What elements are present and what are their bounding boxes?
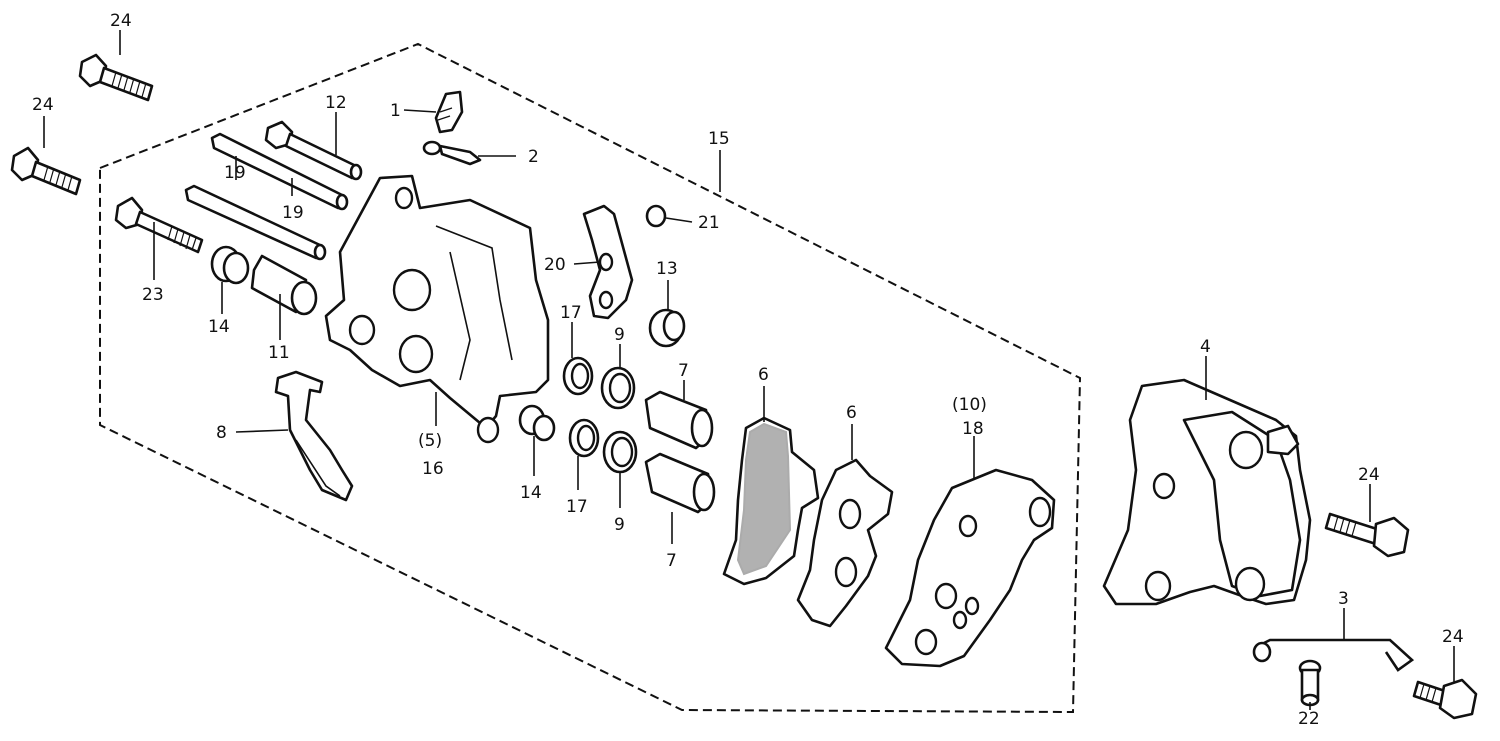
plate-20 <box>582 204 634 320</box>
label-17b: 17 <box>566 497 588 517</box>
label-7a: 7 <box>678 361 689 381</box>
boot-14-right <box>518 404 556 442</box>
seal-17-upper <box>562 356 594 396</box>
label-7b: 7 <box>666 551 677 571</box>
label-22: 22 <box>1298 709 1320 729</box>
label-11: 11 <box>268 343 290 363</box>
label-4: 4 <box>1200 337 1211 357</box>
label-2: 2 <box>528 147 539 167</box>
piston-7-lower <box>644 452 716 514</box>
label-6b: 6 <box>846 403 857 423</box>
brake-pad-6-rear <box>796 458 894 628</box>
pin-19-upper <box>210 132 349 211</box>
label-24d: 24 <box>1442 627 1464 647</box>
bolt-23 <box>114 196 204 254</box>
plug-13 <box>648 308 686 348</box>
leader-8 <box>235 429 289 433</box>
bolt-22 <box>1298 659 1322 707</box>
label-5: (5) <box>418 431 442 451</box>
bolt-24-mid-left <box>10 146 82 196</box>
label-23: 23 <box>142 285 164 305</box>
label-13: 13 <box>656 259 678 279</box>
label-9b: 9 <box>614 515 625 535</box>
assembly-boundary <box>99 42 1082 714</box>
label-21: 21 <box>698 213 720 233</box>
label-19b: 19 <box>282 203 304 223</box>
label-15: 15 <box>708 129 730 149</box>
label-6a: 6 <box>758 365 769 385</box>
bolt-24-top-left <box>78 53 154 102</box>
label-14a: 14 <box>208 317 230 337</box>
caliper-bracket-10 <box>884 468 1056 668</box>
label-3: 3 <box>1338 589 1349 609</box>
seal-17-lower <box>568 418 600 458</box>
pin-12 <box>264 120 363 181</box>
label-20: 20 <box>544 255 566 275</box>
label-9a: 9 <box>614 325 625 345</box>
bolt-24-right-mid <box>1324 512 1410 558</box>
label-24c: 24 <box>1358 465 1380 485</box>
label-18: 18 <box>962 419 984 439</box>
label-17a: 17 <box>560 303 582 323</box>
leader-21 <box>665 217 693 223</box>
brake-pad-6-front <box>722 416 820 586</box>
label-8: 8 <box>216 423 227 443</box>
bleeder-valve-1 <box>434 90 464 134</box>
label-19a: 19 <box>224 163 246 183</box>
pad-spring-8 <box>274 370 354 502</box>
pin-19-lower <box>184 184 327 261</box>
leader-1 <box>403 109 437 113</box>
leader-20 <box>573 261 601 265</box>
label-16: 16 <box>422 459 444 479</box>
label-10: (10) <box>952 395 987 415</box>
piston-7-upper <box>644 390 714 450</box>
bleeder-cap-2 <box>422 140 482 166</box>
label-1: 1 <box>390 101 401 121</box>
caliper-assembly-4 <box>1102 378 1312 606</box>
label-24b: 24 <box>32 95 54 115</box>
sleeve-11 <box>250 254 318 316</box>
seal-9-upper <box>600 366 636 410</box>
boot-14-left <box>210 245 250 285</box>
bolt-21 <box>645 204 667 228</box>
bolt-24-bottom-right <box>1412 678 1478 720</box>
seal-9-lower <box>602 430 638 474</box>
label-12: 12 <box>325 93 347 113</box>
label-14b: 14 <box>520 483 542 503</box>
label-24a: 24 <box>110 11 132 31</box>
retaining-spring-3 <box>1252 638 1415 672</box>
caliper-body-5 <box>324 174 550 444</box>
